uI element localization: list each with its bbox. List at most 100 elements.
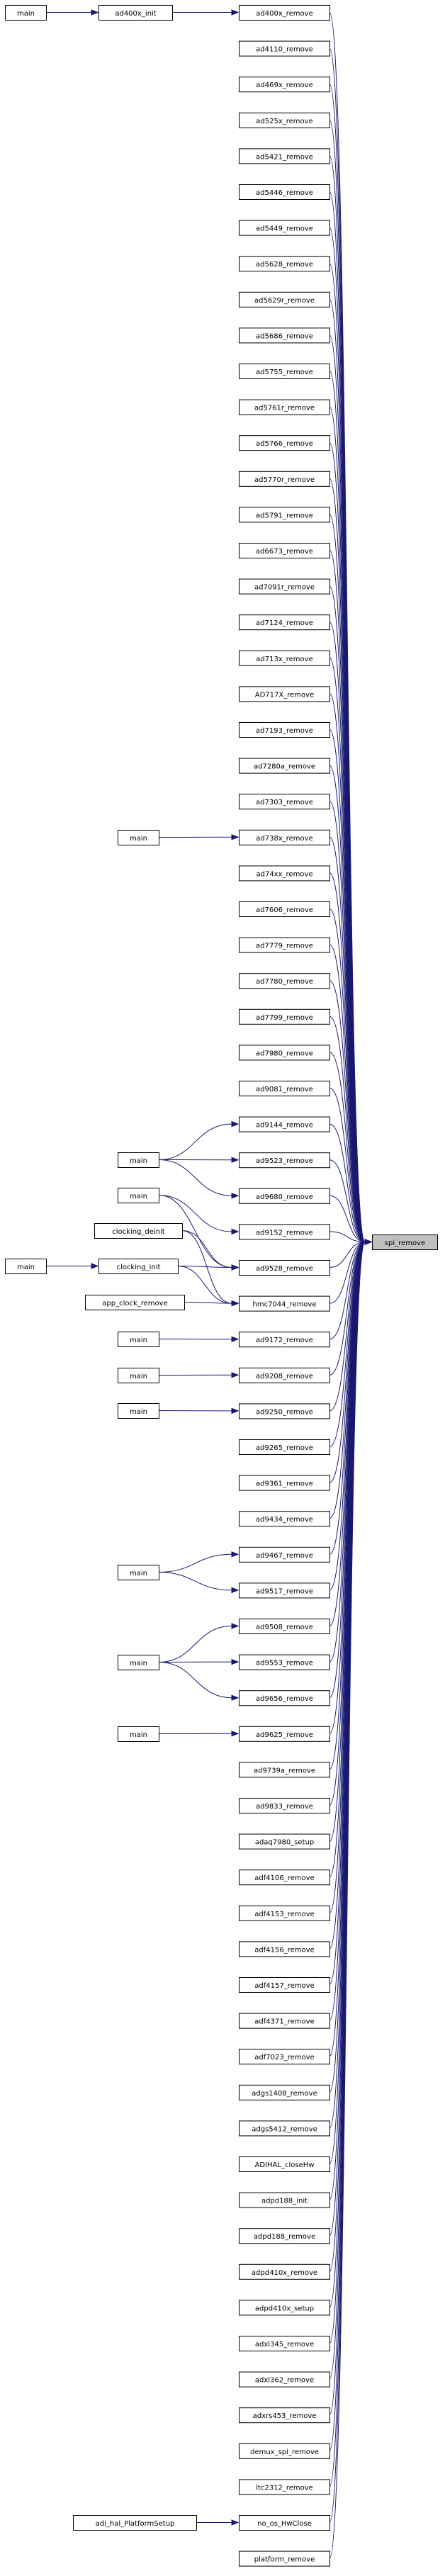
graph-node[interactable]: ad5791_remove	[239, 507, 330, 523]
graph-node[interactable]: main	[5, 1259, 47, 1274]
graph-node[interactable]: ad5628_remove	[239, 256, 330, 272]
graph-node[interactable]: ad9361_remove	[239, 1475, 330, 1491]
graph-node[interactable]: ad525x_remove	[239, 112, 330, 128]
graph-node[interactable]: ad469x_remove	[239, 77, 330, 93]
graph-node[interactable]: ad9625_remove	[239, 1726, 330, 1742]
graph-node[interactable]: main	[118, 1152, 159, 1168]
graph-node[interactable]: ad9680_remove	[239, 1188, 330, 1204]
graph-node[interactable]: main	[118, 830, 159, 845]
graph-node[interactable]: hmc7044_remove	[239, 1295, 330, 1312]
graph-node[interactable]: ad5755_remove	[239, 364, 330, 379]
graph-node[interactable]: ad5421_remove	[239, 148, 330, 164]
graph-node[interactable]: ad713x_remove	[239, 650, 330, 666]
graph-node[interactable]: ad7606_remove	[239, 901, 330, 917]
graph-node[interactable]: adf4156_remove	[239, 1941, 330, 1957]
graph-node[interactable]: ad9144_remove	[239, 1116, 330, 1132]
graph-node[interactable]: ad9208_remove	[239, 1367, 330, 1383]
node-box	[239, 1332, 330, 1348]
graph-node[interactable]: ad9517_remove	[239, 1582, 330, 1599]
graph-node[interactable]: adaq7980_setup	[239, 1833, 330, 1850]
graph-node[interactable]: adgs1408_remove	[239, 2084, 330, 2100]
node-box	[239, 2371, 330, 2387]
graph-node[interactable]: ad400x_remove	[239, 5, 330, 21]
graph-node[interactable]: ad74xx_remove	[239, 865, 330, 882]
graph-node[interactable]: demux_spi_remove	[239, 2443, 330, 2459]
target-node[interactable]: spi_remove	[372, 1234, 438, 1250]
graph-node[interactable]: clocking_deinit	[94, 1223, 183, 1239]
graph-node[interactable]: main	[118, 1368, 159, 1383]
graph-node[interactable]: ad7779_remove	[239, 937, 330, 953]
graph-node[interactable]: ad7303_remove	[239, 794, 330, 810]
node-label: adpd410x_setup	[255, 2305, 314, 2312]
graph-node[interactable]: adpd188_init	[239, 2192, 330, 2208]
graph-node[interactable]: ad5446_remove	[239, 184, 330, 200]
graph-node[interactable]: adf7023_remove	[239, 2049, 330, 2065]
graph-node[interactable]: adgs5412_remove	[239, 2120, 330, 2137]
graph-node[interactable]: ad9467_remove	[239, 1546, 330, 1563]
graph-node[interactable]: ad9528_remove	[239, 1260, 330, 1276]
node-box	[239, 758, 330, 774]
graph-node[interactable]: ad738x_remove	[239, 829, 330, 845]
graph-node[interactable]: adxrs453_remove	[239, 2407, 330, 2424]
graph-edge-arrowhead	[231, 1193, 240, 1199]
graph-node[interactable]: ad5629r_remove	[239, 291, 330, 308]
graph-node[interactable]: adpd410x_remove	[239, 2263, 330, 2280]
graph-node[interactable]: adf4106_remove	[239, 1869, 330, 1886]
node-label: ad7280a_remove	[254, 763, 315, 771]
node-box	[239, 614, 330, 631]
graph-node[interactable]: ad9265_remove	[239, 1439, 330, 1455]
graph-node[interactable]: ad400x_init	[98, 5, 173, 21]
graph-node[interactable]: main	[118, 1403, 159, 1419]
graph-node[interactable]: main	[118, 1332, 159, 1347]
graph-node[interactable]: ad9081_remove	[239, 1081, 330, 1096]
graph-node[interactable]: ad5770r_remove	[239, 471, 330, 487]
graph-node[interactable]: adxl362_remove	[239, 2371, 330, 2387]
graph-node[interactable]: ad7980_remove	[239, 1045, 330, 1061]
graph-node[interactable]: adf4153_remove	[239, 1905, 330, 1921]
graph-node[interactable]: ad7193_remove	[239, 722, 330, 738]
graph-node[interactable]: main	[118, 1565, 159, 1580]
graph-node[interactable]: ADIHAL_closeHw	[239, 2156, 330, 2172]
graph-node[interactable]: main	[118, 1655, 159, 1670]
graph-node[interactable]: adpd410x_setup	[239, 2300, 330, 2316]
node-label: main	[17, 10, 35, 18]
graph-node[interactable]: ad9508_remove	[239, 1619, 330, 1634]
graph-node[interactable]: adi_hal_PlatformSetup	[73, 2515, 197, 2531]
node-label: ad400x_remove	[256, 10, 312, 18]
graph-node[interactable]: ad7280a_remove	[239, 758, 330, 774]
graph-node[interactable]: ad5761r_remove	[239, 399, 330, 415]
graph-node[interactable]: ad9523_remove	[239, 1152, 330, 1169]
graph-node[interactable]: ad5686_remove	[239, 327, 330, 344]
graph-node[interactable]: ad7124_remove	[239, 614, 330, 631]
graph-node[interactable]: main	[5, 5, 47, 21]
graph-node[interactable]: ad9172_remove	[239, 1332, 330, 1348]
graph-node[interactable]: clocking_init	[98, 1259, 179, 1274]
graph-node[interactable]: platform_remove	[239, 2550, 330, 2567]
graph-node[interactable]: ad9833_remove	[239, 1798, 330, 1813]
graph-node[interactable]: ad7799_remove	[239, 1008, 330, 1025]
graph-node[interactable]: ad4110_remove	[239, 40, 330, 57]
graph-node[interactable]: main	[118, 1726, 159, 1742]
graph-node[interactable]: ad9434_remove	[239, 1511, 330, 1527]
graph-node[interactable]: ltc2312_remove	[239, 2479, 330, 2495]
graph-node[interactable]: no_os_HwClose	[239, 2515, 330, 2531]
graph-node[interactable]: main	[118, 1188, 159, 1203]
graph-node[interactable]: ad9656_remove	[239, 1690, 330, 1706]
graph-node[interactable]: ad5766_remove	[239, 435, 330, 451]
graph-node[interactable]: ad9250_remove	[239, 1403, 330, 1419]
graph-node[interactable]: AD717X_remove	[239, 686, 330, 702]
graph-node[interactable]: adxl345_remove	[239, 2336, 330, 2351]
graph-node[interactable]: ad7780_remove	[239, 973, 330, 989]
graph-node[interactable]: ad9152_remove	[239, 1224, 330, 1240]
graph-edge	[329, 1242, 366, 1447]
graph-node[interactable]: ad9553_remove	[239, 1654, 330, 1670]
graph-node[interactable]: adpd188_remove	[239, 2228, 330, 2244]
node-label: AD717X_remove	[255, 691, 314, 699]
graph-node[interactable]: ad6673_remove	[239, 543, 330, 558]
graph-node[interactable]: adf4371_remove	[239, 2013, 330, 2029]
graph-node[interactable]: ad7091r_remove	[239, 578, 330, 595]
graph-node[interactable]: app_clock_remove	[85, 1295, 185, 1310]
graph-node[interactable]: adf4157_remove	[239, 1977, 330, 1993]
graph-node[interactable]: ad9739a_remove	[239, 1762, 330, 1778]
graph-node[interactable]: ad5449_remove	[239, 220, 330, 236]
